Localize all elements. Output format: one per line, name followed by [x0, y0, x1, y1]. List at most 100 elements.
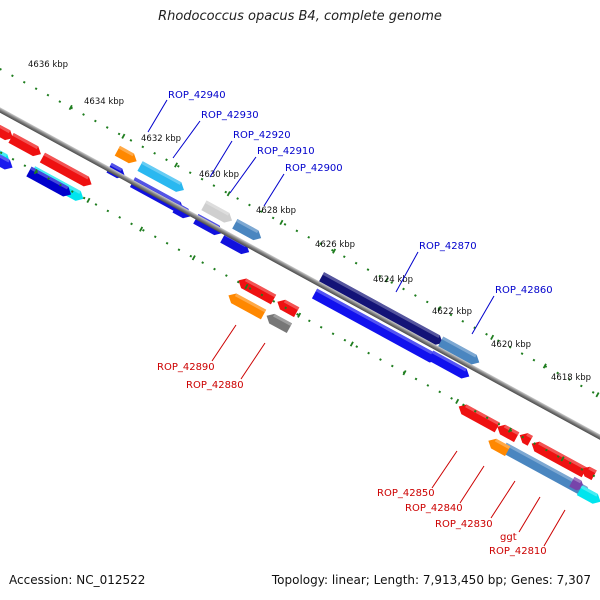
gene-feature[interactable] — [576, 485, 600, 506]
gene-feature[interactable] — [39, 152, 94, 189]
tick-dot — [449, 313, 453, 317]
gene-label-reverse[interactable]: ROP_42880 — [186, 380, 244, 391]
gene-feature[interactable] — [114, 145, 140, 166]
gene-label-forward[interactable]: ROP_42920 — [233, 130, 291, 141]
tick-dot — [259, 210, 263, 213]
gene-feature[interactable] — [311, 288, 440, 366]
tick-dot — [450, 396, 453, 400]
major-tick — [139, 226, 144, 232]
tick-dot — [34, 87, 38, 91]
tick-dot — [390, 364, 394, 368]
gene-feature[interactable] — [226, 291, 267, 320]
tick-dot — [532, 358, 536, 362]
tick-dot — [248, 203, 251, 207]
label-leader-line — [543, 509, 566, 547]
major-tick — [490, 334, 495, 340]
tick-dot — [295, 229, 299, 233]
gene-label-forward[interactable]: ROP_42930 — [201, 110, 259, 121]
label-leader-line — [431, 450, 458, 489]
gene-feature[interactable] — [0, 143, 15, 173]
gene-label-forward[interactable]: ROP_42940 — [168, 90, 226, 101]
tick-dot — [307, 235, 311, 239]
gene-label-forward[interactable]: ROP_42870 — [419, 241, 477, 252]
tick-dot — [189, 254, 193, 258]
gene-feature[interactable] — [318, 272, 445, 348]
map-title: Rhodococcus opacus B4, complete genome — [158, 9, 442, 24]
gene-feature[interactable] — [569, 476, 587, 493]
gene-feature[interactable] — [486, 436, 511, 457]
tick-dot — [106, 209, 110, 213]
tick-dot — [236, 280, 240, 284]
tick-dot — [497, 339, 500, 343]
tick-dot — [414, 294, 417, 297]
tick-dot — [188, 171, 192, 175]
gene-label-reverse[interactable]: ggt — [500, 532, 517, 543]
tick-dot — [272, 300, 276, 303]
gene-label-forward[interactable]: ROP_42860 — [495, 285, 553, 296]
major-tick — [297, 312, 302, 318]
tick-dot — [212, 184, 216, 187]
tick-dot — [11, 157, 15, 161]
tick-dot — [414, 377, 418, 381]
tick-dot — [508, 345, 512, 349]
gene-label-reverse[interactable]: ROP_42830 — [435, 519, 493, 530]
gene-feature[interactable] — [264, 311, 293, 334]
kbp-tick-label: 4626 kbp — [315, 240, 355, 250]
tick-dot — [129, 139, 133, 142]
tick-dot — [354, 261, 358, 265]
tick-dot — [165, 241, 169, 245]
tick-dot — [331, 332, 335, 336]
gene-feature[interactable] — [232, 218, 264, 243]
kbp-tick-label: 4620 kbp — [491, 340, 531, 350]
gene-feature[interactable] — [201, 200, 234, 226]
accession-text: Accession: NC_012522 — [9, 573, 146, 587]
major-tick — [33, 169, 38, 175]
gene-feature[interactable] — [517, 430, 533, 446]
major-tick — [384, 277, 389, 283]
tick-dot — [177, 248, 181, 252]
tick-dot — [568, 378, 571, 381]
tick-dot — [367, 351, 370, 355]
tick-dot — [165, 158, 168, 162]
major-tick — [226, 191, 231, 197]
tick-dot — [579, 384, 583, 388]
major-tick — [191, 255, 196, 261]
gene-feature[interactable] — [579, 464, 597, 481]
tick-dot — [378, 274, 382, 278]
gene-feature[interactable] — [456, 402, 500, 433]
tick-dot — [485, 416, 489, 420]
gene-feature[interactable] — [428, 350, 472, 382]
kbp-tick-label: 4634 kbp — [84, 97, 124, 107]
tick-dot — [485, 332, 488, 336]
gene-feature[interactable] — [438, 336, 482, 368]
gene-label-forward[interactable]: ROP_42910 — [257, 146, 315, 157]
tick-dot — [591, 391, 595, 394]
gene-feature[interactable] — [501, 442, 592, 500]
gene-feature[interactable] — [275, 297, 300, 318]
label-leader-line — [459, 465, 485, 504]
gene-feature[interactable] — [137, 161, 186, 195]
tick-dot — [425, 300, 429, 304]
gene-feature[interactable] — [0, 117, 16, 143]
gene-label-forward[interactable]: ROP_42900 — [285, 163, 343, 174]
tick-dot — [142, 228, 145, 232]
gene-label-reverse[interactable]: ROP_42850 — [377, 488, 435, 499]
tick-dot — [533, 442, 536, 445]
tick-dot — [271, 216, 275, 220]
tick-dot — [520, 352, 524, 355]
gene-feature[interactable] — [8, 133, 43, 159]
gene-label-reverse[interactable]: ROP_42890 — [157, 362, 215, 373]
tick-dot — [473, 409, 477, 413]
gene-label-reverse[interactable]: ROP_42810 — [489, 546, 547, 557]
major-tick — [595, 392, 600, 398]
tick-dot — [11, 74, 14, 78]
tick-dot — [260, 293, 264, 297]
gene-label-reverse[interactable]: ROP_42840 — [405, 503, 463, 514]
tick-dot — [82, 113, 85, 116]
major-tick — [121, 133, 126, 139]
major-tick — [174, 162, 179, 168]
tick-dot — [319, 325, 323, 329]
tick-dot — [0, 67, 2, 71]
